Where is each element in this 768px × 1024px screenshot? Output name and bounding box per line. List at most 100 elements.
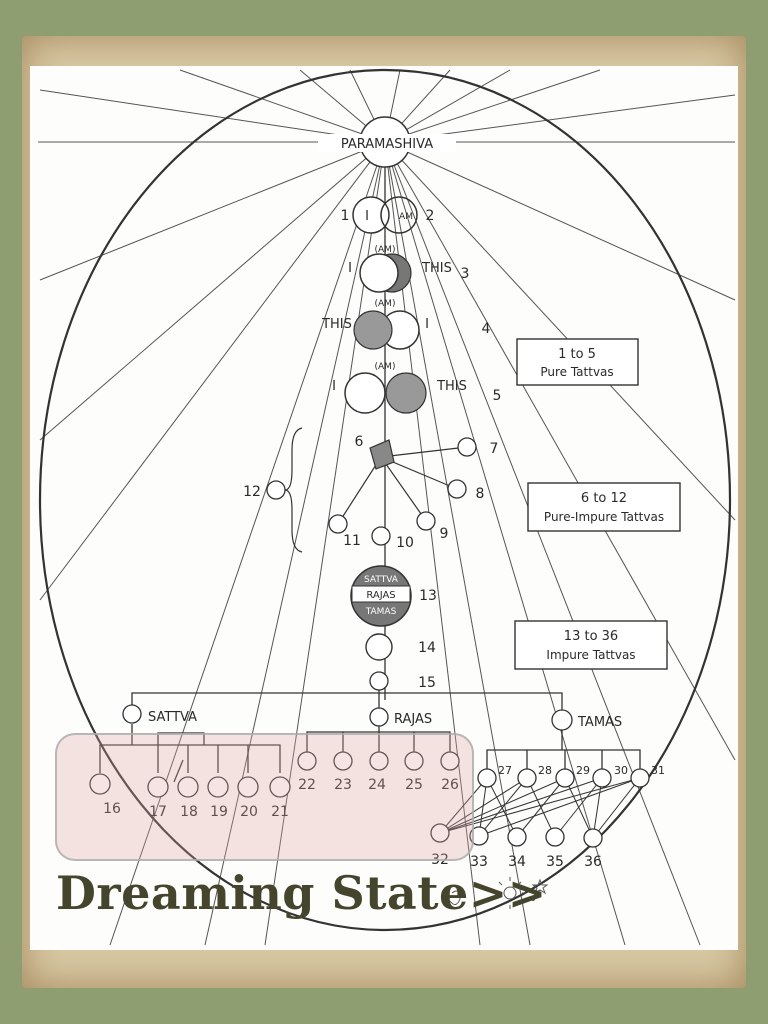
tattva-4-right: I — [425, 317, 429, 332]
paramashiva-label: PARAMASHIVA — [341, 137, 433, 152]
tattva-5-right: THIS — [436, 379, 467, 394]
mesh-line — [478, 777, 641, 837]
tattva-3-i-circle — [359, 253, 399, 293]
tattva-28-circle — [517, 768, 537, 788]
tattva-4-number: 4 — [482, 321, 491, 337]
tattva-1-circle — [352, 196, 390, 234]
tattva-15-circle — [369, 671, 389, 691]
mesh-line — [592, 777, 603, 839]
tattva-33-circle — [469, 826, 489, 846]
tattva-34-number: 34 — [508, 854, 526, 870]
rajas-label: RAJAS — [394, 712, 432, 727]
tattva-34-circle — [507, 827, 527, 847]
mesh-line — [592, 777, 641, 839]
tattva-1-text: I — [365, 209, 369, 224]
tamas-mesh — [439, 777, 641, 839]
tattva-9-circle — [416, 511, 436, 531]
sun-glyph — [503, 886, 517, 900]
mixed-box — [527, 482, 681, 532]
tattva-24-circle — [369, 751, 389, 771]
tattva-16-number: 16 — [103, 801, 121, 817]
tattva-7-number: 7 — [490, 441, 499, 457]
ray — [384, 141, 736, 301]
tattva-11-circle — [328, 514, 348, 534]
tattva-5-left: I — [332, 379, 336, 394]
tattva-35-circle — [545, 827, 565, 847]
tamas-circle — [551, 709, 573, 731]
tattva-26-circle — [440, 751, 460, 771]
sattva-evolutes: 16 17 18 19 20 21 — [89, 773, 291, 820]
tattva-28-number: 28 — [538, 764, 552, 777]
rajas-circle — [369, 707, 389, 727]
tattva-19-number: 19 — [210, 804, 228, 820]
mesh-line — [439, 777, 528, 834]
tattva-8-circle — [447, 479, 467, 499]
label-box-mixed: 6 to 12 Pure-Impure Tattvas — [527, 482, 681, 532]
tattva-16-circle — [89, 773, 111, 795]
tattva-31-circle — [630, 768, 650, 788]
tattva-25-circle — [404, 751, 424, 771]
dreaming-state-highlight — [55, 733, 474, 861]
tattva-17-circle — [147, 776, 169, 798]
tattva-33-number: 33 — [470, 854, 488, 870]
tattva-19-circle — [207, 776, 229, 798]
mesh-line — [564, 777, 594, 839]
tattva-5-i-circle — [344, 372, 386, 414]
tattva-10-circle — [371, 526, 391, 546]
tamas-label: TAMAS — [577, 715, 622, 730]
dreaming-state-caption: Dreaming State>> — [56, 866, 547, 920]
mesh-line — [439, 777, 603, 834]
tattva-21-circle — [269, 776, 291, 798]
mesh-line — [516, 777, 566, 838]
tattva-12-circle — [266, 480, 286, 500]
tattva-1-number: 1 — [341, 208, 350, 224]
ray — [384, 141, 701, 946]
mesh-line — [478, 777, 528, 837]
tamas-evolutes: 27 28 29 30 31 32 33 34 35 36 — [430, 764, 665, 870]
elements-glyphs — [449, 877, 549, 909]
tattva-13-tamas: TAMAS — [365, 607, 397, 617]
ray — [39, 89, 386, 143]
ray — [384, 69, 601, 143]
mesh-line — [554, 777, 603, 838]
pure-label: Pure Tattvas — [540, 365, 613, 379]
ray — [384, 141, 626, 946]
paramashiva-label-bg — [318, 134, 456, 152]
moon-glyph — [449, 890, 461, 905]
tattva-29-circle — [555, 768, 575, 788]
tattva-30-circle — [592, 768, 612, 788]
tattva-18-number: 18 — [180, 804, 198, 820]
ray — [179, 69, 386, 143]
tattva-27-circle — [477, 768, 497, 788]
tattva-4-this-circle — [353, 310, 393, 350]
pure-box — [516, 338, 639, 386]
tattva-25-number: 25 — [405, 777, 423, 793]
tattva-6-number: 6 — [355, 434, 364, 450]
sun-ray — [517, 881, 522, 886]
tattva-29-number: 29 — [576, 764, 590, 777]
tattva-3-right: THIS — [421, 261, 452, 276]
tattva-12-number: 12 — [243, 484, 261, 500]
tattva-2-circle — [380, 196, 418, 234]
tattva-13-rajas-band — [351, 585, 411, 603]
tattva-13-number: 13 — [419, 588, 437, 604]
tattva-26-number: 26 — [441, 777, 459, 793]
tattva-21-number: 21 — [271, 804, 289, 820]
tattva-14-number: 14 — [418, 640, 436, 656]
tattva-2-text: AM — [399, 212, 413, 222]
tattva-11-number: 11 — [343, 533, 361, 549]
mesh-line — [439, 777, 488, 834]
ray — [204, 141, 386, 946]
tattva-7-circle — [457, 437, 477, 457]
dot-glyph — [531, 897, 535, 901]
tattva-3-am: (AM) — [375, 245, 396, 255]
tattva-3-left: I — [348, 261, 352, 276]
link-6-9 — [380, 456, 427, 522]
mesh-line — [439, 777, 566, 834]
rajas-evolutes: 22 23 24 25 26 — [297, 751, 460, 793]
tattva-3-number: 3 — [461, 266, 470, 282]
link-6-7 — [380, 446, 468, 458]
impure-range: 13 to 36 — [564, 629, 618, 644]
star-glyph — [531, 878, 549, 895]
